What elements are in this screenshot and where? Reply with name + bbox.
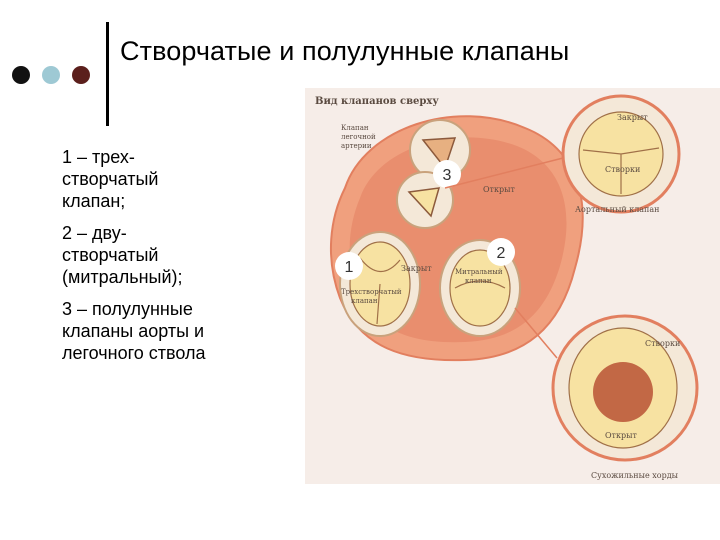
- label-pulmonary-2: легочной: [341, 133, 376, 141]
- figure-heading: Вид клапанов сверху: [315, 96, 439, 107]
- label-cusps-bottom: Створки: [645, 339, 680, 348]
- legend-item-semilunar: 3 – полулунные клапаны аорты и легочного…: [62, 298, 292, 364]
- number-1: 1: [345, 259, 354, 276]
- label-open-mid: Открыт: [483, 185, 515, 194]
- label-pulmonary-1: Клапан: [341, 124, 369, 132]
- legend-list: 1 – трех- створчатый клапан; 2 – дву- ст…: [62, 146, 292, 374]
- label-mitral-1: Митральный: [455, 268, 503, 276]
- dot-maroon: [72, 66, 90, 84]
- number-2: 2: [497, 245, 506, 262]
- label-pulmonary-3: артерии: [341, 142, 372, 150]
- label-tricuspid-2: клапан: [351, 297, 378, 305]
- heart-valves-figure: Вид клапанов сверху 3 1 2: [305, 88, 720, 484]
- mitral-zoom-chordae: [593, 362, 653, 422]
- number-3: 3: [443, 167, 452, 184]
- label-closed-left: Закрыт: [401, 264, 432, 273]
- label-cusps-top: Створки: [605, 165, 640, 174]
- dot-dark: [12, 66, 30, 84]
- dot-light-blue: [42, 66, 60, 84]
- label-tricuspid-1: Трехстворчатый: [341, 288, 402, 296]
- legend-item-tricuspid: 1 – трех- створчатый клапан;: [62, 146, 292, 212]
- label-aortic: Аортальный клапан: [575, 205, 660, 214]
- page-title: Створчатые и полулунные клапаны: [120, 36, 569, 67]
- heart-valves-illustration: Вид клапанов сверху 3 1 2: [305, 88, 720, 484]
- label-open-bottom: Открыт: [605, 431, 637, 440]
- label-chordae: Сухожильные хорды: [591, 471, 679, 480]
- legend-item-mitral: 2 – дву- створчатый (митральный);: [62, 222, 292, 288]
- title-divider: [106, 22, 109, 126]
- label-mitral-2: клапан: [465, 277, 492, 285]
- label-closed-top: Закрыт: [617, 113, 648, 122]
